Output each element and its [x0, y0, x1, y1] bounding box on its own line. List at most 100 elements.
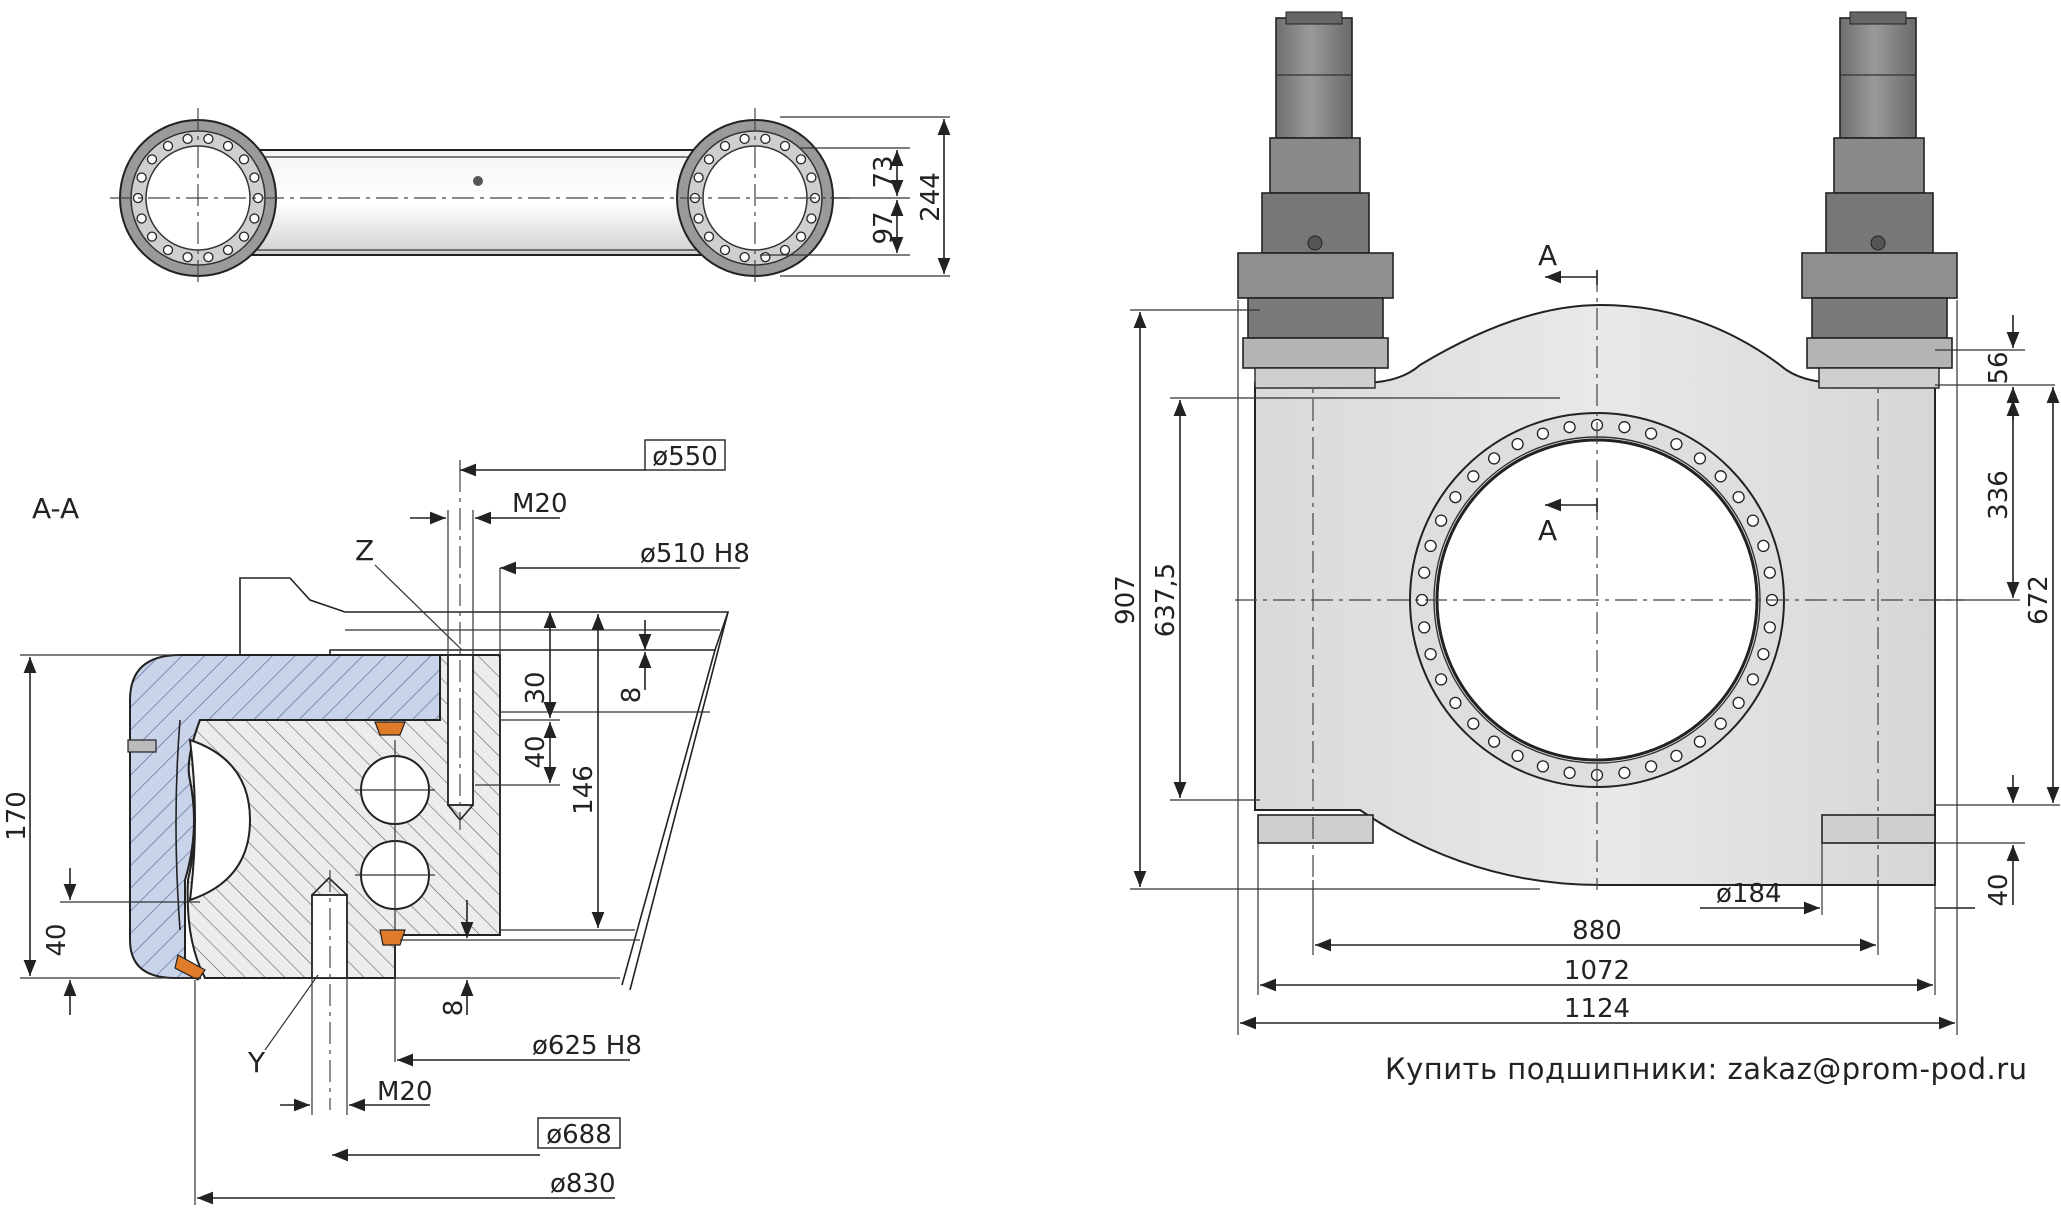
bolt-hole — [1644, 427, 1658, 440]
bolt-hole — [182, 133, 193, 145]
bolt-hole — [1763, 621, 1776, 634]
bolt-hole — [739, 251, 750, 263]
bolt-hole — [1467, 717, 1480, 730]
bolt-hole — [146, 154, 158, 165]
bolt-hole — [693, 213, 704, 224]
dim-97: 97 — [869, 211, 899, 244]
bolt-hole — [1487, 452, 1501, 465]
grease-nipple — [127, 739, 157, 753]
bolt-hole — [1746, 514, 1760, 527]
label-y: Y — [247, 1046, 266, 1079]
bolt-hole — [806, 172, 817, 183]
section-title: A-A — [32, 492, 79, 525]
d550-box — [644, 439, 726, 471]
bolt-hole — [1511, 437, 1524, 451]
bolt-hole — [795, 231, 807, 242]
bolt-hole — [719, 140, 731, 152]
bolt-hole — [693, 172, 704, 183]
bolt-hole — [1418, 621, 1431, 634]
dim-d550: ø550 — [652, 442, 718, 472]
bolt-hole — [238, 154, 250, 165]
dim-m20-top: M20 — [512, 489, 568, 519]
bolt-hole — [1434, 514, 1448, 527]
bolt-hole — [719, 244, 731, 256]
bolt-hole — [1670, 749, 1683, 763]
dim-d688: ø688 — [546, 1120, 612, 1150]
dim-d625: ø625 H8 — [532, 1031, 642, 1061]
bolt-hole — [760, 251, 771, 263]
dim-73: 73 — [869, 155, 899, 188]
bolt-hole — [146, 231, 158, 242]
bolt-hole — [1618, 421, 1631, 434]
seal-pocket — [188, 738, 252, 902]
dim-d184: ø184 — [1716, 879, 1782, 909]
bolt-hole — [222, 140, 234, 152]
bearing-bolts — [1415, 418, 1779, 782]
d688-box — [537, 1117, 621, 1149]
bolt-hole — [1618, 766, 1631, 779]
section-view: A-A — [2, 439, 750, 1205]
dim-30: 30 — [521, 671, 551, 704]
bolt-hole — [182, 251, 193, 263]
dim-d510: ø510 H8 — [640, 539, 750, 569]
bolt-hole — [1693, 735, 1707, 748]
bolt-hole — [1449, 490, 1462, 504]
left-foot — [1257, 814, 1374, 844]
dim-40-right: 40 — [1984, 873, 2014, 906]
footer-purchase-text: Купить подшипники: zakaz@prom-pod.ru — [1385, 1052, 2028, 1086]
dim-8-top: 8 — [617, 687, 647, 704]
bolt-hole — [162, 244, 174, 256]
bolt-hole — [1424, 539, 1437, 553]
bolt-hole — [136, 213, 147, 224]
section-mark-bottom: A — [1538, 514, 1557, 547]
upper-flange-outline — [239, 577, 730, 656]
dim-637: 637,5 — [1151, 563, 1181, 637]
bolt-hole — [203, 251, 214, 263]
left-flange-bolts — [132, 133, 264, 263]
bolt-hole — [779, 244, 791, 256]
bolt-hole — [1511, 749, 1524, 763]
dim-40-mid: 40 — [521, 735, 551, 768]
bolt-hole — [1693, 452, 1707, 465]
dim-1072: 1072 — [1564, 956, 1630, 986]
dim-170: 170 — [2, 791, 32, 841]
bolt-hole — [1714, 717, 1727, 730]
bolt-hole — [162, 140, 174, 152]
bolt-hole — [1563, 766, 1576, 779]
bolt-hole — [249, 172, 260, 183]
bolt-hole — [1714, 470, 1727, 483]
bolt-hole — [760, 133, 771, 145]
bolt-hole — [779, 140, 791, 152]
dim-m20-bot: M20 — [377, 1077, 433, 1107]
bolt-hole — [795, 154, 807, 165]
label-z: Z — [355, 534, 374, 567]
dim-8-bot: 8 — [439, 1000, 469, 1017]
bolt-hole — [1644, 760, 1658, 773]
bolt-hole — [1449, 696, 1462, 710]
bolt-hole — [1757, 647, 1770, 661]
left-drive-motor — [1237, 11, 1394, 389]
seal-lower — [379, 929, 406, 946]
bolt-hole — [1732, 696, 1745, 710]
bolt-hole — [1434, 673, 1448, 686]
bolt-hole — [1424, 647, 1437, 661]
dim-d830: ø830 — [550, 1169, 616, 1199]
bolt-hole — [1732, 490, 1745, 504]
dim-146: 146 — [569, 765, 599, 815]
bolt-hole — [703, 154, 715, 165]
bolt-hole — [222, 244, 234, 256]
dim-336: 336 — [1984, 470, 2014, 520]
bolt-hole — [1757, 539, 1770, 553]
bolt-hole — [1487, 735, 1501, 748]
section-mark-top: A — [1538, 239, 1557, 272]
bolt-hole — [1536, 427, 1550, 440]
bolt-hole — [806, 213, 817, 224]
top-view-pin — [473, 176, 483, 186]
bolt-hole — [1536, 760, 1550, 773]
dim-56: 56 — [1984, 351, 2014, 384]
front-view: A A 907 637,5 56 336 672 40 — [1111, 11, 2060, 1035]
dim-40-low: 40 — [42, 923, 72, 956]
top-view: 73 97 244 — [110, 108, 951, 288]
dim-907: 907 — [1111, 575, 1141, 625]
